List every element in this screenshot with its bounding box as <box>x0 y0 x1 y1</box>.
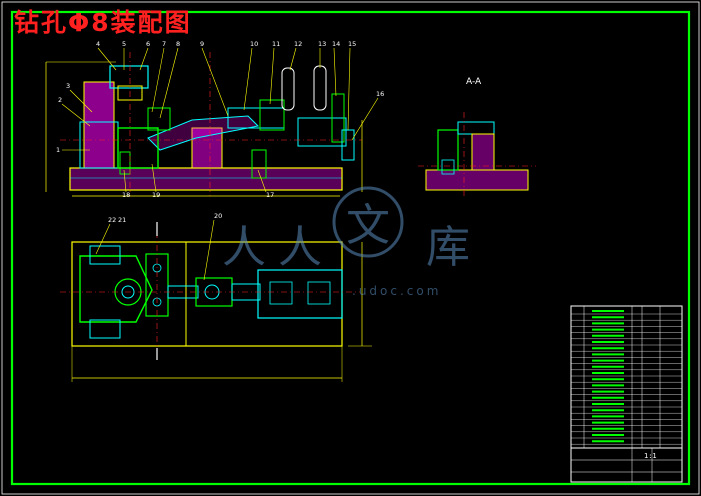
callout-1: 1 <box>56 146 60 154</box>
callout-22: 22 <box>108 216 116 224</box>
callout-7: 7 <box>162 40 166 48</box>
callout-17: 17 <box>266 191 274 199</box>
watermark-glyph-3: 文 <box>346 200 390 251</box>
front-view <box>45 47 379 197</box>
top-view <box>60 219 372 382</box>
callout-11: 11 <box>272 40 280 48</box>
callout-6: 6 <box>146 40 150 48</box>
drawing-title: 钻孔Φ8装配图 <box>14 8 192 37</box>
watermark-glyph-2: 人 <box>278 222 322 273</box>
callout-5: 5 <box>122 40 126 48</box>
callout-4: 4 <box>96 40 100 48</box>
callout-10: 10 <box>250 40 258 48</box>
callout-15: 15 <box>348 40 356 48</box>
callout-18: 18 <box>122 191 130 199</box>
callout-2: 2 <box>58 96 62 104</box>
callout-13: 13 <box>318 40 326 48</box>
callout-8: 8 <box>176 40 180 48</box>
title-block: 1:1 <box>570 305 683 483</box>
callout-12: 12 <box>294 40 302 48</box>
watermark-logo: 文 人 人 库 <box>222 186 470 273</box>
callout-21: 21 <box>118 216 126 224</box>
callout-9: 9 <box>200 40 204 48</box>
section-label: A-A <box>466 77 482 87</box>
watermark-glyph-1: 人 <box>222 222 266 273</box>
watermark-glyph-4: 库 <box>426 222 470 273</box>
callout-19: 19 <box>152 191 160 199</box>
callout-14: 14 <box>332 40 340 48</box>
scale-value: 1:1 <box>644 452 657 460</box>
callout-16: 16 <box>376 90 384 98</box>
callout-20: 20 <box>214 212 222 220</box>
watermark-site-text: .udoc.com <box>352 284 442 298</box>
parts-list-rows <box>571 310 682 445</box>
callout-3: 3 <box>66 82 70 90</box>
section-view <box>418 112 536 196</box>
drawing-frame <box>10 10 691 486</box>
